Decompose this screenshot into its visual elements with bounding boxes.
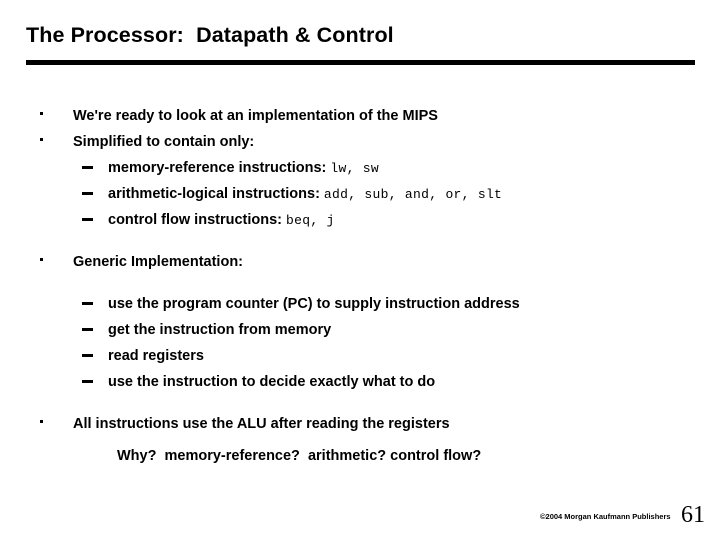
bullet-text: Generic Implementation: <box>73 254 244 270</box>
slide-body: We're ready to look at an implementation… <box>0 105 720 471</box>
dash-icon <box>82 354 93 357</box>
bullet-item-simplified: Simplified to contain only: <box>0 131 720 157</box>
question-text: Why? memory-reference? arithmetic? contr… <box>117 448 482 464</box>
question-line-why: Why? memory-reference? arithmetic? contr… <box>0 445 720 471</box>
bullet-dot-icon <box>40 258 43 261</box>
instruction-code-list: add, sub, and, or, slt <box>323 187 503 202</box>
instruction-code-list: lw, sw <box>330 161 380 176</box>
dash-icon <box>82 328 93 331</box>
instruction-code-list: beq, j <box>286 213 335 228</box>
bullet-dot-icon <box>40 420 43 423</box>
page-title: The Processor: Datapath & Control <box>26 23 394 47</box>
dash-icon <box>82 192 93 195</box>
sub-bullet-decode-instruction: use the instruction to decide exactly wh… <box>0 371 720 397</box>
dash-icon <box>82 302 93 305</box>
sub-bullet-text: get the instruction from memory <box>108 322 332 338</box>
sub-bullet-text: use the instruction to decide exactly wh… <box>108 374 436 390</box>
bullet-item-generic-implementation: Generic Implementation: <box>0 251 720 277</box>
sub-bullet-program-counter: use the program counter (PC) to supply i… <box>0 293 720 319</box>
sub-bullet-text: control flow instructions: beq, j <box>108 209 335 232</box>
sub-bullet-control-flow: control flow instructions: beq, j <box>0 209 720 235</box>
bullet-text: Simplified to contain only: <box>73 134 255 150</box>
dash-icon <box>82 166 93 169</box>
sub-bullet-label: control flow instructions: <box>108 212 287 228</box>
bullet-dot-icon <box>40 138 43 141</box>
sub-bullet-fetch-instruction: get the instruction from memory <box>0 319 720 345</box>
bullet-item-mips-intro: We're ready to look at an implementation… <box>0 105 720 131</box>
sub-bullet-text: read registers <box>108 348 204 364</box>
page-number: 61 <box>681 502 705 528</box>
footer-copyright: ©2004 Morgan Kaufmann Publishers <box>540 512 671 521</box>
dash-icon <box>82 218 93 221</box>
sub-bullet-text: memory-reference instructions: lw, sw <box>108 157 379 180</box>
bullet-dot-icon <box>40 112 43 115</box>
title-divider <box>26 60 695 65</box>
sub-bullet-label: arithmetic-logical instructions: <box>108 186 324 202</box>
sub-bullet-text: use the program counter (PC) to supply i… <box>108 296 520 312</box>
bullet-text: We're ready to look at an implementation… <box>73 108 438 124</box>
sub-bullet-text: arithmetic-logical instructions: add, su… <box>108 183 502 206</box>
dash-icon <box>82 380 93 383</box>
sub-bullet-arithmetic-logical: arithmetic-logical instructions: add, su… <box>0 183 720 209</box>
sub-bullet-label: memory-reference instructions: <box>108 160 331 176</box>
bullet-text: All instructions use the ALU after readi… <box>73 416 450 432</box>
sub-bullet-memory-reference: memory-reference instructions: lw, sw <box>0 157 720 183</box>
sub-bullet-read-registers: read registers <box>0 345 720 371</box>
bullet-item-alu-usage: All instructions use the ALU after readi… <box>0 413 720 439</box>
